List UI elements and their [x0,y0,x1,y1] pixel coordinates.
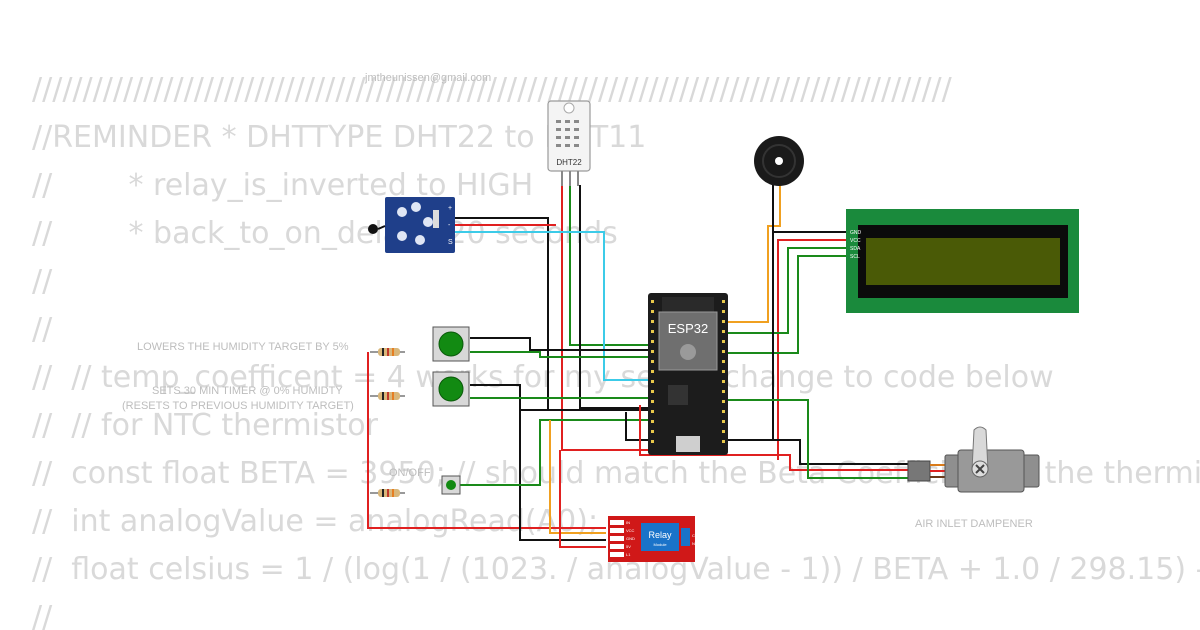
relay-pin-label: IN [626,520,630,525]
resistor-chip [433,210,439,228]
ntc-pin-label: S [448,239,453,246]
code-line: ////////////////////////////////////////… [32,72,953,107]
relay-sub-label: Module [653,542,667,547]
lcd-screen [866,238,1060,285]
lcd-pin-label: GND [850,230,862,236]
esp32-pin-header [651,300,725,443]
code-background: ////////////////////////////////////////… [32,72,1200,630]
relay-block [641,523,679,551]
relay-out-label: NO [692,541,698,546]
resistor[interactable] [370,489,405,497]
dht22-sensor[interactable]: DHT22 [547,100,591,186]
espressif-logo-icon [680,344,696,360]
button-cap [438,376,464,402]
servo-motor[interactable] [907,426,1040,493]
code-line: //REMINDER * DHTTYPE DHT22 to DHT11 [32,120,646,155]
esp32-module [658,311,718,371]
code-line: // [32,264,53,299]
relay-module[interactable]: Relay Module IN VCC GND 5V L1 COM NO [608,516,701,562]
relay-pin-label: GND [626,536,635,541]
mount-hole-icon [411,202,421,212]
wire-green [728,255,848,354]
code-line: // int analogValue = analogRead(A0); [32,504,598,539]
label-sets-timer: SETS 30 MIN TIMER @ 0% HUMIDTY [152,385,343,397]
mount-hole-icon [397,207,407,217]
resistor[interactable] [370,392,405,400]
pushbutton-onoff[interactable] [441,475,461,495]
lcd-pin-label: SCL [850,254,860,260]
label-resets: (RESETS TO PREVIOUS HUMIDITY TARGET) [122,400,354,412]
wire-black [519,410,606,541]
label-lowers-humidity: LOWERS THE HUMIDITY TARGET BY 5% [137,341,349,353]
wire-black [470,337,650,351]
wire-green [458,419,650,486]
code-line: // [32,600,53,630]
mount-hole-icon [423,217,433,227]
terminal-block [681,528,690,546]
wire-cyan [452,231,650,381]
buzzer[interactable] [754,136,804,186]
wire-green [569,185,650,346]
watermark-email: jmtheunissen@gmail.com [364,72,491,84]
pushbutton-lower-humidity[interactable] [432,326,470,362]
thermistor-bead-icon [368,224,378,234]
wire-red [561,185,650,451]
wire-red [777,239,848,460]
relay-pin-label: VCC [626,528,635,533]
wire-green [728,399,910,479]
lcd-pin-label: VCC [850,238,861,244]
wire-black [579,185,650,409]
vent-grid [556,120,579,147]
ntc-module[interactable]: + - S [368,197,455,253]
relay-label: Relay [648,530,672,540]
mount-hole-icon [415,235,425,245]
dht22-pins [561,171,579,186]
code-line: // * back_to_on_delay 120 seconds [32,216,618,251]
mount-hole-icon [563,102,575,114]
antenna [662,297,714,313]
servo-connector [907,460,931,482]
buzzer-hole-icon [775,157,783,165]
code-line: // // temp_coefficent = 4 works for my s… [32,360,1054,395]
label-air-inlet-dampener: AIR INLET DAMPENER [915,518,1033,530]
lcd-pin-label: SDA [850,246,861,252]
relay-pin-label: 5V [626,544,631,549]
wire-black [452,217,549,410]
dht22-label: DHT22 [556,158,582,167]
wire-red [367,352,606,529]
lcd-display[interactable]: GND VCC SDA SCL [846,209,1079,313]
resistor[interactable] [370,348,405,356]
wires [367,185,910,548]
ntc-pin-label: + [448,205,452,212]
usb-port-icon [676,436,700,452]
code-line: // * relay_is_inverted to HIGH [32,168,533,203]
esp32-board[interactable]: ESP32 [648,293,728,455]
relay-pin-label: L1 [626,552,631,557]
wire-red [559,450,606,548]
wire-green [728,247,848,334]
button-cap [438,331,464,357]
pushbutton-timer[interactable] [432,371,470,407]
wire-red [639,405,910,471]
servo-case [957,449,1025,493]
wire-black [625,412,910,465]
wire-black [772,185,848,233]
button-cap [446,480,456,490]
wire-orange [549,420,606,534]
wire-green [470,351,650,358]
code-line: // // for NTC thermistor [32,408,379,443]
ntc-pin-label: - [448,222,451,229]
wire-orange [728,185,781,323]
annotations: LOWERS THE HUMIDITY TARGET BY 5% SETS 30… [122,341,1033,530]
label-on-off: ON/OFF [389,467,431,479]
esp32-label: ESP32 [668,321,708,336]
code-line: // [32,312,53,347]
mount-hole-icon [397,231,407,241]
chip [668,385,688,405]
relay-out-label: COM [692,533,701,538]
